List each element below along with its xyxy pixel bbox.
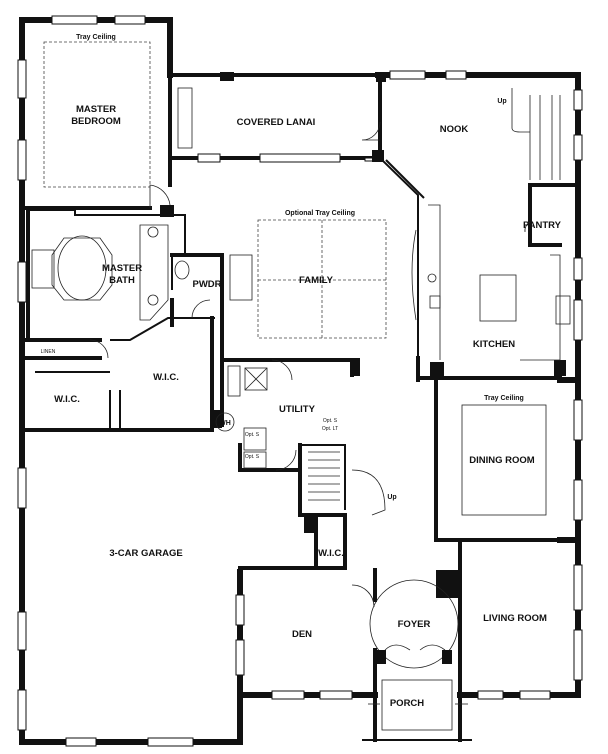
room-labels: Tray Ceiling MASTER BEDROOM COVERED LANA… bbox=[41, 34, 562, 709]
master-bedroom-label-2: BEDROOM bbox=[71, 116, 121, 127]
opt-small-label-4: Opt. LT bbox=[322, 426, 338, 432]
family-label: FAMILY bbox=[299, 275, 334, 286]
optional-tray-ceiling-label: Optional Tray Ceiling bbox=[285, 210, 355, 217]
structural-posts bbox=[160, 72, 566, 598]
tray-ceiling-dining-label: Tray Ceiling bbox=[484, 395, 524, 402]
wh-label: WH bbox=[219, 420, 231, 427]
pantry-label: PANTRY bbox=[523, 220, 562, 231]
utility-label: UTILITY bbox=[279, 404, 316, 415]
stair-treads bbox=[308, 451, 340, 501]
windows bbox=[17, 15, 583, 747]
interior-walls bbox=[20, 73, 580, 697]
wic-master-label-1: W.I.C. bbox=[153, 372, 179, 383]
kitchen-label: KITCHEN bbox=[473, 339, 515, 350]
covered-lanai-label: COVERED LANAI bbox=[237, 117, 316, 128]
wic-master-label-2: W.I.C. bbox=[54, 394, 80, 405]
garage-label: 3-CAR GARAGE bbox=[109, 548, 182, 559]
fixtures bbox=[31, 41, 571, 731]
living-room-label: LIVING ROOM bbox=[483, 613, 547, 624]
nook-label: NOOK bbox=[440, 124, 469, 135]
porch-label: PORCH bbox=[390, 698, 424, 709]
master-bath-label-1: MASTER bbox=[102, 263, 142, 274]
linen-label: LINEN bbox=[41, 349, 56, 355]
opt-small-label-3: Opt. S bbox=[323, 418, 338, 424]
den-label: DEN bbox=[292, 629, 312, 640]
opt-small-label-2: Opt. S bbox=[245, 454, 260, 460]
pwdr-label: PWDR bbox=[192, 279, 221, 290]
nook-up-label: Up bbox=[497, 98, 506, 105]
master-bath-label-2: BATH bbox=[109, 275, 135, 286]
master-bedroom-label-1: MASTER bbox=[76, 104, 116, 115]
dining-room-label: DINING ROOM bbox=[469, 455, 535, 466]
door-swings bbox=[89, 121, 531, 608]
wic-hall-label: W.I.C. bbox=[318, 548, 344, 559]
foyer-label: FOYER bbox=[398, 619, 431, 630]
opt-small-label-1: Opt. S bbox=[245, 432, 260, 438]
tray-ceiling-master-label: Tray Ceiling bbox=[76, 34, 116, 41]
stair-up-label: Up bbox=[387, 494, 396, 501]
